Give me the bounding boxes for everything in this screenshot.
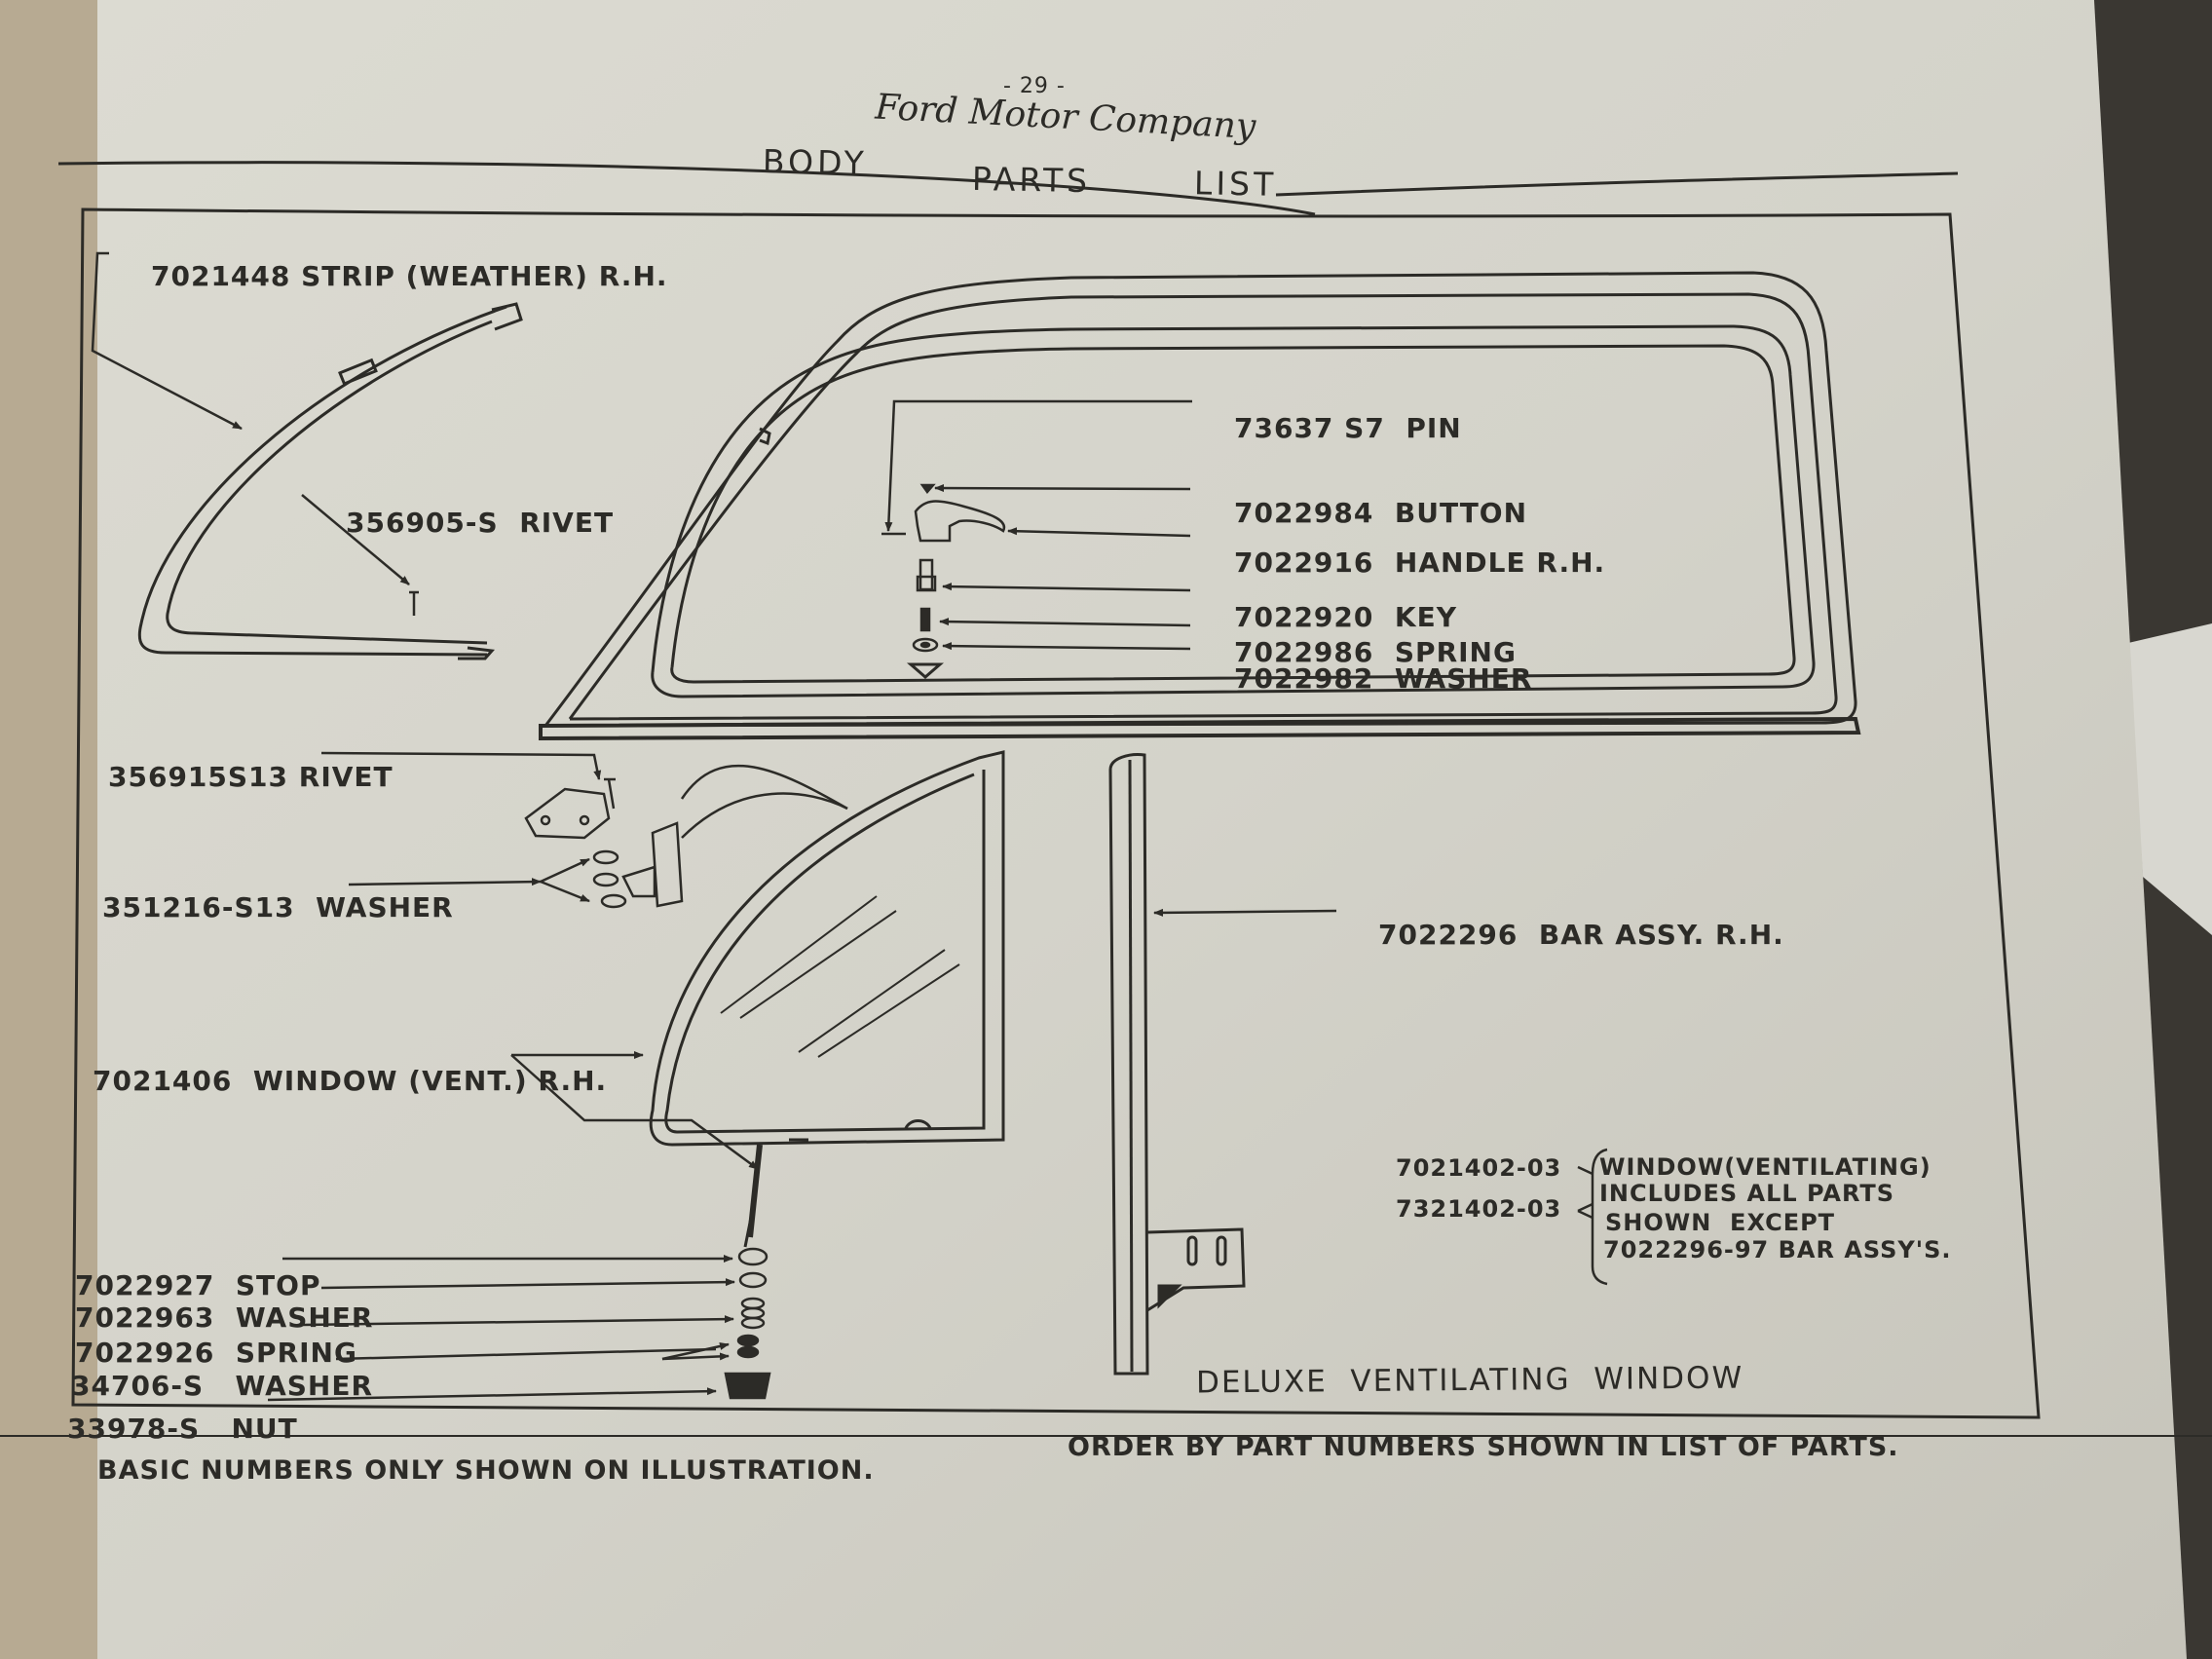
part-name: SPRING [1394, 636, 1517, 668]
title-body: BODY [762, 142, 869, 182]
part-name: WASHER [1394, 662, 1533, 695]
part-number: 351216-S13 [102, 891, 295, 924]
assembly-brace [1577, 1148, 1608, 1286]
rear-quarter-window-drawing [539, 271, 1861, 741]
part-number: 7021448 [151, 260, 291, 292]
footer-left-note: BASIC NUMBERS ONLY SHOWN ON ILLUSTRATION… [97, 1455, 875, 1486]
part-name: STOP [235, 1269, 321, 1301]
part-number: 7022982 [1234, 662, 1374, 695]
callout-bar-assy: 7022296 BAR ASSY. R.H. [1336, 894, 1784, 976]
paper-sheet [97, 0, 2187, 1659]
assembly-line-4: 7022296-97 BAR ASSY'S. [1603, 1236, 1952, 1263]
callout-pin: 73637 S7 PIN [1192, 388, 1462, 470]
illustration-border [71, 207, 2041, 1419]
part-number: 7022963 [75, 1301, 215, 1334]
part-name: PIN [1406, 412, 1462, 444]
part-name: RIVET [298, 761, 394, 793]
part-name: NUT [231, 1413, 298, 1445]
part-name: KEY [1394, 601, 1457, 633]
part-number: 7022920 [1234, 601, 1374, 633]
assembly-line-1: WINDOW(VENTILATING) [1599, 1153, 1931, 1181]
bar-assembly-drawing [1108, 753, 1246, 1376]
assembly-line-2: INCLUDES ALL PARTS [1599, 1180, 1895, 1207]
callout-spring-7022986: 7022986 SPRING [1192, 612, 1517, 694]
callout-washer-7022982: 7022982 WASHER [1192, 638, 1532, 720]
part-number: 33978-S [67, 1413, 201, 1445]
part-number: 356905-S [346, 507, 499, 539]
callout-strip: 7021448 STRIP (WEATHER) R.H. [109, 236, 668, 318]
assembly-line-3: SHOWN EXCEPT [1605, 1209, 1836, 1236]
callout-rivet-356915: 356915S13 RIVET [66, 736, 394, 818]
title-list: LIST [1193, 164, 1278, 204]
vent-window-drawing [649, 750, 1005, 1248]
handle-parts-drawing [881, 483, 1006, 653]
part-name: WASHER [235, 1370, 374, 1402]
figure-caption: DELUXE VENTILATING WINDOW [1195, 1360, 1744, 1401]
page-number: - 29 - [1003, 74, 1066, 98]
part-name: RIVET [519, 507, 615, 539]
leader-lines [91, 251, 1337, 1402]
callout-washer-351216: 351216-S13 WASHER [60, 867, 454, 949]
title-parts: PARTS [971, 159, 1092, 201]
part-number: 7022296 [1378, 919, 1518, 951]
callout-stop: 7022927 STOP [33, 1245, 320, 1327]
part-number: 34706-S [71, 1370, 205, 1402]
stop-assembly-drawing [724, 1247, 771, 1400]
assembly-number-2: 7321402-03 [1396, 1195, 1562, 1223]
part-number: 7022927 [75, 1269, 215, 1301]
callout-window-vent: 7021406 WINDOW (VENT.) R.H. [51, 1040, 607, 1122]
part-name: HANDLE R.H. [1394, 547, 1606, 579]
footer-right-note: ORDER BY PART NUMBERS SHOWN IN LIST OF P… [1068, 1432, 1899, 1462]
part-name: STRIP (WEATHER) R.H. [301, 260, 668, 292]
pivot-bracket-drawing [524, 777, 848, 909]
part-number: 7022986 [1234, 636, 1374, 668]
part-name: BAR ASSY. R.H. [1538, 919, 1784, 951]
assembly-number-1: 7021402-03 [1396, 1154, 1562, 1182]
weather-strip-drawing [137, 302, 523, 660]
part-number: 7022984 [1234, 497, 1374, 529]
part-name: WASHER [316, 891, 454, 924]
part-number: 7021406 [93, 1065, 233, 1097]
part-number: 7022916 [1234, 547, 1374, 579]
callout-washer-7022963: 7022963 WASHER [33, 1277, 373, 1359]
callout-rivet-356905: 356905-S RIVET [304, 482, 614, 564]
part-name: BUTTON [1394, 497, 1528, 529]
part-name: SPRING [235, 1337, 357, 1369]
callout-spring-7022926: 7022926 SPRING [33, 1312, 357, 1394]
part-name: WINDOW (VENT.) R.H. [252, 1065, 608, 1097]
callout-button: 7022984 BUTTON [1192, 472, 1527, 554]
callout-washer-34706: 34706-S WASHER [29, 1345, 373, 1427]
callout-handle: 7022916 HANDLE R.H. [1192, 522, 1605, 604]
part-number: 7022926 [75, 1337, 215, 1369]
callout-key: 7022920 KEY [1192, 577, 1457, 659]
part-number: 73637 S7 [1234, 412, 1385, 444]
part-number: 356915S13 [108, 761, 289, 793]
part-name: WASHER [235, 1301, 374, 1334]
callout-nut: 33978-S NUT [25, 1388, 298, 1470]
